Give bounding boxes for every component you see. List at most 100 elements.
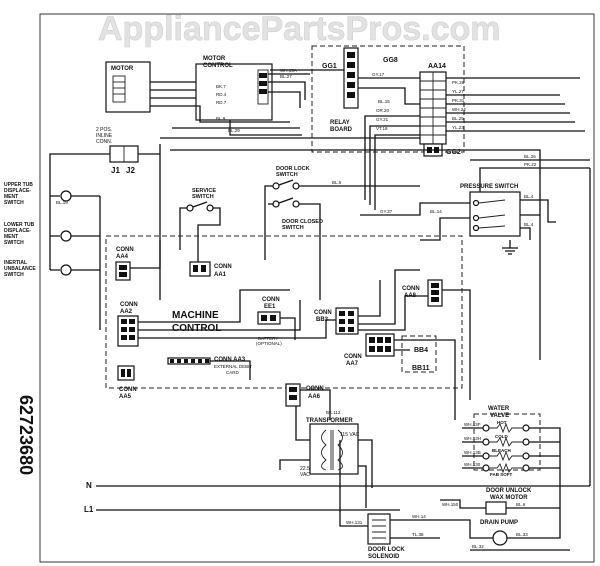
conn-aa5-label-1: CONN bbox=[119, 387, 137, 393]
inertial-label-3: SWITCH bbox=[4, 272, 24, 278]
lower-tub-label-3: MENT bbox=[4, 234, 18, 240]
aa14-connector bbox=[419, 71, 447, 145]
wax-motor-label-2: WAX MOTOR bbox=[490, 495, 528, 501]
vac-115-label: 115 VAC bbox=[340, 432, 360, 438]
wire-label: BL.29 bbox=[228, 128, 240, 133]
motor: MOTOR bbox=[105, 61, 151, 113]
motor-wires bbox=[150, 81, 290, 123]
drain-pump: DRAIN PUMP bbox=[480, 520, 518, 546]
relay-board-region bbox=[311, 45, 465, 153]
line-n-label: N bbox=[86, 481, 92, 490]
conn-aa3-label-1: CONN AA3 bbox=[214, 357, 246, 363]
pressure-wires bbox=[360, 199, 556, 241]
machine-control-label-2: CONTROL bbox=[172, 323, 221, 334]
water-valve-label-2: VALVE bbox=[490, 413, 509, 419]
inertial-label-1: INERTIAL bbox=[4, 260, 27, 266]
transformer-label: TRANSFORMER bbox=[306, 418, 353, 424]
transformer: TRANSFORMER 115 VAC 22.5 VAC bbox=[300, 418, 360, 478]
conn-aa4-label-1: CONN bbox=[116, 247, 134, 253]
water-valve-wires bbox=[462, 427, 561, 486]
control-wires bbox=[130, 240, 471, 420]
relay-board-label-1: RELAY bbox=[330, 120, 350, 126]
wire-label: PK.28 bbox=[452, 80, 465, 85]
conn-aa7-label-1: CONN bbox=[344, 354, 362, 360]
wire-label: GY.17 bbox=[372, 72, 385, 77]
aa14-label: AA14 bbox=[428, 63, 446, 70]
bb3-connector: CONN BB3 bbox=[314, 307, 359, 335]
wire-label: YL.23 bbox=[452, 125, 464, 130]
service-wires bbox=[179, 207, 221, 262]
conn-aa2-label-2: AA2 bbox=[120, 309, 133, 315]
aa2-connector bbox=[117, 315, 139, 347]
wire-label: RD.7 bbox=[216, 100, 227, 105]
wire-label: OR.20 bbox=[376, 108, 390, 113]
inline-conn-label-1: 2 POS. bbox=[96, 127, 112, 133]
aa7-connector: CONN AA7 bbox=[344, 333, 395, 367]
wire-label: BK.7 bbox=[216, 84, 226, 89]
conn-aa8-label-1: CONN bbox=[402, 286, 420, 292]
wire-label: BK.112 bbox=[326, 410, 341, 415]
gg1-connector: GG1 bbox=[322, 47, 359, 109]
wire-label: BL.19 bbox=[56, 200, 68, 205]
upper-bus-wires bbox=[159, 127, 590, 360]
pressure-switch: PRESSURE SWITCH bbox=[460, 184, 521, 237]
door-lock-label-2: SWITCH bbox=[276, 172, 298, 178]
wire-label: BL.14 bbox=[430, 209, 442, 214]
conn-aa7-label-2: AA7 bbox=[346, 361, 359, 367]
upper-tub-label-1: UPPER TUB bbox=[4, 182, 33, 188]
solenoid-label-1: DOOR LOCK bbox=[368, 547, 405, 553]
bb11-label: BB11 bbox=[412, 365, 430, 372]
diagram-frame bbox=[39, 13, 595, 563]
wire-label: WH.14 bbox=[412, 514, 426, 519]
wire-label: WH.15A bbox=[280, 68, 297, 73]
conn-ee1-label-1: CONN bbox=[262, 297, 280, 303]
relay-board-label-2: BOARD bbox=[330, 127, 353, 133]
service-switch-label-1: SERVICE bbox=[192, 188, 216, 194]
inline-wires bbox=[49, 153, 160, 270]
wax-motor-label-1: DOOR UNLOCK bbox=[486, 488, 532, 494]
door-lock-label-1: DOOR LOCK bbox=[276, 166, 310, 172]
vac-22-label-2: VAC bbox=[300, 472, 310, 478]
pressure-switch-label: PRESSURE SWITCH bbox=[460, 184, 518, 190]
wire-label: WH.24 bbox=[452, 107, 466, 112]
wire-label: BL.5 bbox=[332, 180, 342, 185]
door-lock-solenoid: DOOR LOCK SOLENOID bbox=[367, 513, 405, 560]
door-unlock-wax-motor: DOOR UNLOCK WAX MOTOR bbox=[485, 488, 532, 515]
upper-tub-switch: UPPER TUB DISPLACE- MENT SWITCH bbox=[4, 182, 100, 206]
drain-pump-label: DRAIN PUMP bbox=[480, 520, 518, 526]
aa6-connector: CONN AA6 bbox=[285, 383, 324, 407]
wire-label: BL.27 bbox=[280, 74, 292, 79]
watermark: AppliancePartsPros.com bbox=[98, 10, 500, 48]
relay-wires bbox=[270, 69, 585, 210]
conn-aa6-label-1: CONN bbox=[306, 386, 324, 392]
wire-label: BL.4 bbox=[524, 222, 534, 227]
aa3-connector: CONN AA3 EXTERNAL DEBIT CARD bbox=[167, 357, 252, 375]
hot-label: HOT bbox=[497, 420, 507, 425]
service-switch: SERVICE SWITCH bbox=[186, 188, 216, 212]
wire-label: BL.32 bbox=[472, 544, 484, 549]
wire-label: PK.31 bbox=[452, 98, 465, 103]
wire-label: BL.33 bbox=[516, 532, 528, 537]
lower-tub-switch: LOWER TUB DISPLACE- MENT SWITCH bbox=[4, 222, 100, 246]
wire-label: WH.130 bbox=[464, 462, 481, 467]
ground-symbol bbox=[502, 240, 518, 255]
lower-tub-label-2: DISPLACE- bbox=[4, 228, 31, 234]
aa1-connector: CONN AA1 bbox=[189, 261, 232, 278]
fab-soft-label: FAB SOFT bbox=[490, 472, 513, 477]
conn-aa4-label-2: AA4 bbox=[116, 254, 129, 260]
bb4-region bbox=[401, 335, 437, 373]
gg8-label: GG8 bbox=[383, 57, 398, 64]
lower-tub-label-4: SWITCH bbox=[4, 240, 24, 246]
drain-pump-wires bbox=[440, 486, 570, 551]
motor-label: MOTOR bbox=[111, 66, 134, 72]
switch-wires bbox=[50, 195, 101, 330]
conn-aa2-label-1: CONN bbox=[120, 302, 138, 308]
conn-bb3-label-1: CONN bbox=[314, 310, 332, 316]
motor-control-label-2: CONTROL bbox=[203, 63, 233, 69]
inertial-unbalance-switch: INERTIAL UNBALANCE SWITCH bbox=[4, 260, 100, 278]
upper-tub-label-2: DISPLACE- bbox=[4, 188, 31, 194]
wire-label: WH.13H bbox=[464, 436, 481, 441]
gg2-label: GG2 bbox=[446, 149, 461, 156]
wire-label: VT.18 bbox=[376, 126, 388, 131]
door-closed-label-2: SWITCH bbox=[282, 225, 304, 231]
